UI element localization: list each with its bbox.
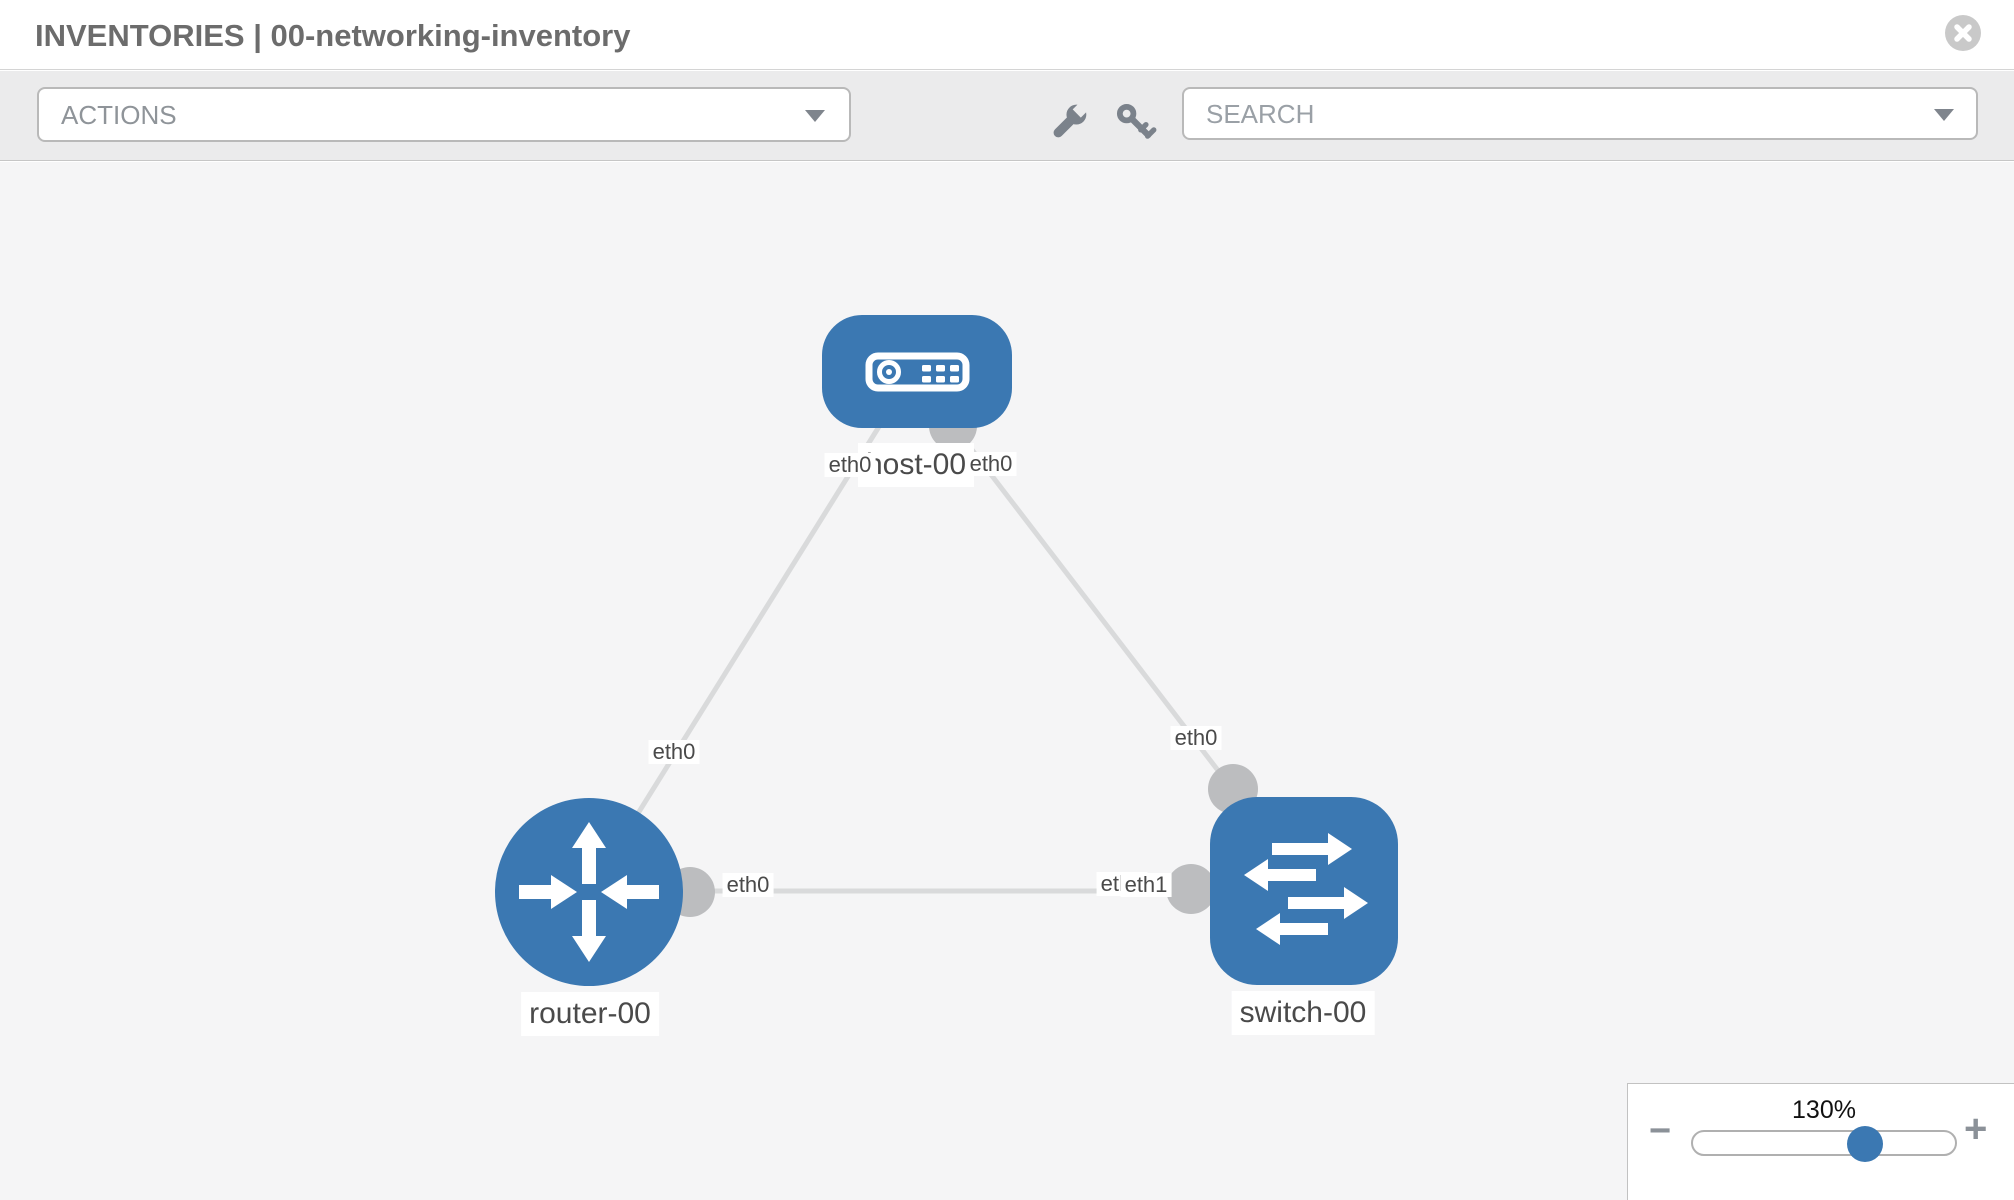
toolbar: ACTIONS [0,71,2014,161]
close-button[interactable] [1945,15,1981,51]
key-icon [1116,103,1157,139]
iface-label-switch-left-front: eth1 [1120,873,1172,897]
search-input[interactable] [1206,95,1906,133]
iface-label-router-top: eth0 [648,740,700,764]
zoom-out-button[interactable]: − [1649,1110,1672,1152]
close-icon [1945,15,1981,51]
port-switch-left [1166,864,1216,914]
wrench-icon [1053,99,1091,138]
switch-icon [1210,797,1398,985]
node-router-00[interactable] [495,798,683,991]
tools-button[interactable] [1046,99,1092,145]
zoom-slider-track[interactable] [1691,1130,1957,1156]
node-switch-00[interactable] [1210,797,1398,990]
chevron-down-icon [805,110,825,122]
chevron-down-icon [1934,109,1954,121]
node-label-switch: switch-00 [1231,991,1375,1035]
actions-dropdown-label: ACTIONS [61,100,177,130]
iface-label-switch-top: eth0 [1170,726,1222,750]
zoom-control-panel: 130% − + [1627,1083,2014,1200]
node-label-host: host-00 [857,443,975,487]
zoom-level-value: 130% [1792,1096,1856,1124]
iface-label-host-right: eth0 [965,452,1017,476]
zoom-in-button[interactable]: + [1964,1107,1988,1151]
iface-label-router-right: eth0 [722,873,774,897]
node-label-router: router-00 [521,992,659,1036]
node-host-00[interactable] [822,315,1012,433]
iface-label-host-left: eth0 [824,453,876,477]
zoom-slider-thumb[interactable] [1847,1126,1883,1162]
header-bar: INVENTORIES | 00-networking-inventory [0,0,2014,70]
actions-dropdown[interactable]: ACTIONS [37,87,851,142]
host-icon [822,315,1012,428]
credentials-button[interactable] [1112,99,1158,145]
topology-canvas[interactable] [0,162,2014,1200]
page-title: INVENTORIES | 00-networking-inventory [35,18,631,53]
router-icon [495,798,683,986]
search-dropdown[interactable] [1182,87,1978,140]
